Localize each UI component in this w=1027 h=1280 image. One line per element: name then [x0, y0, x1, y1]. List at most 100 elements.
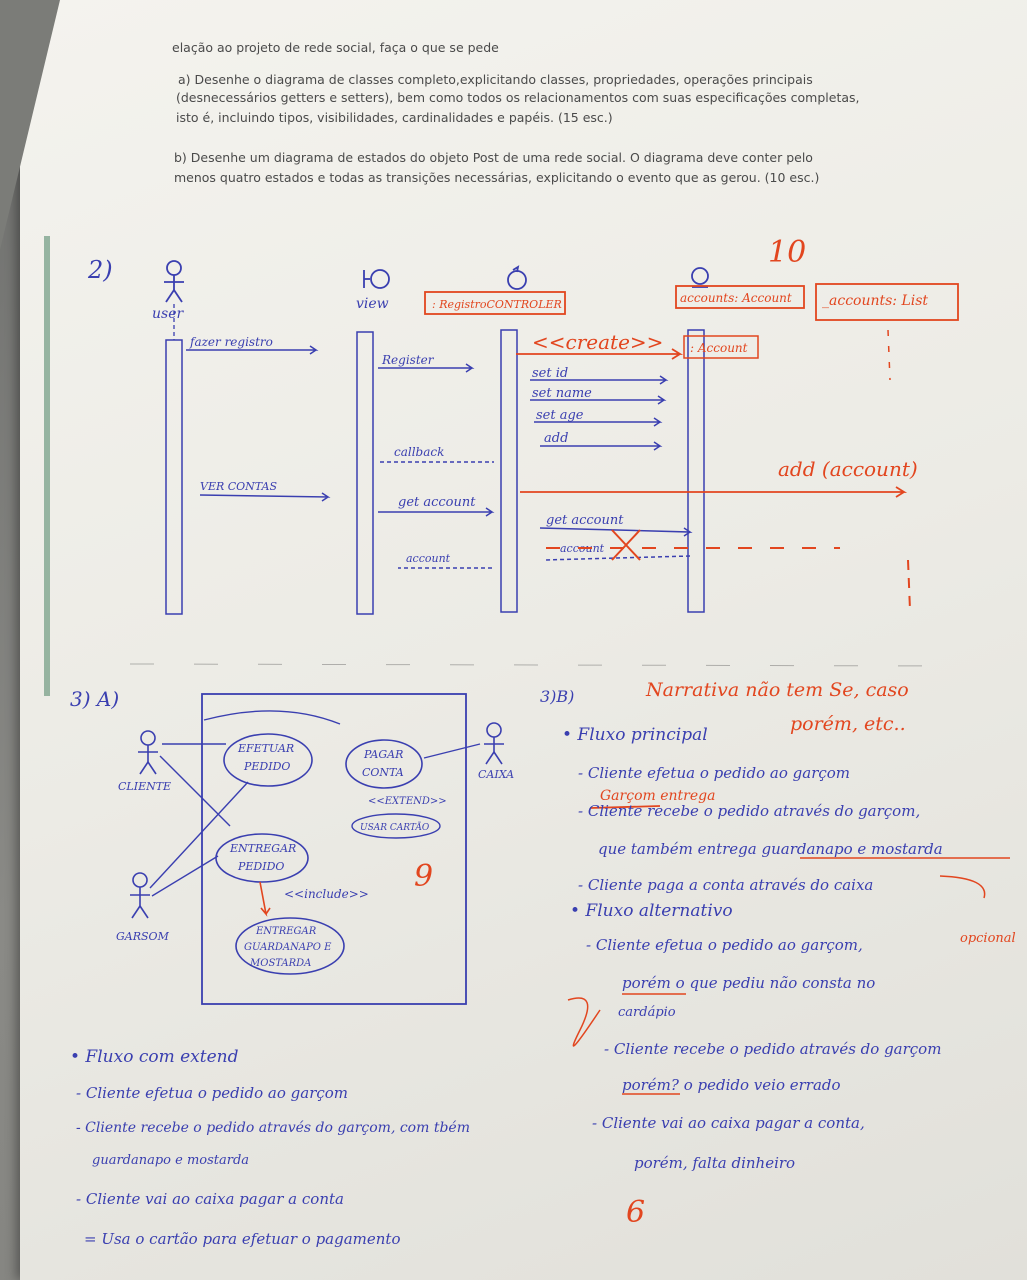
strike-cliente [589, 805, 661, 809]
msg-fazer-registro: fazer registro [189, 335, 273, 349]
usecase-score: 9 [414, 859, 433, 894]
extend-label: <<EXTEND>> [368, 796, 447, 807]
usecase-usar-cartao [351, 813, 441, 839]
controller-icon [507, 265, 527, 290]
use-case-diagram: 3) A) CLIENTE GARSOM CAIXA EFETUAR PEDID… [70, 687, 514, 1005]
alt-flow-2b: porém? o pedido veio errado [622, 1076, 841, 1094]
msg-add-account: add (account) [778, 457, 918, 481]
main-flow-correction: Garçom entrega [600, 788, 715, 804]
extend-flow-2b: guardanapo e mostarda [92, 1153, 249, 1168]
question-a-line3: isto é, incluindo tipos, visibilidades, … [176, 110, 613, 125]
torn-page-corner [0, 0, 60, 250]
garsom-actor-icon [130, 872, 150, 919]
usecase-efetuar-l2: PEDIDO [243, 760, 290, 773]
actor-caixa: CAIXA [478, 768, 514, 781]
teacher-note-2: porém, etc.. [790, 713, 906, 735]
teacher-check-mark [567, 997, 601, 1047]
create-arrow [516, 348, 684, 360]
usecase-efetuar [223, 733, 313, 787]
extend-flow-1: - Cliente efetua o pedido ao garçom [76, 1084, 348, 1102]
usecase-pagar [345, 739, 423, 789]
narrative-section: 3)B) Narrativa não tem Se, caso porém, e… [540, 679, 1016, 1230]
main-flow-3: - Cliente paga a conta através do caixa [578, 876, 873, 894]
notebook-edge [44, 236, 50, 696]
lifeline-controller-label: : RegistroCONTROLER [432, 298, 562, 311]
intro-line: elação ao projeto de rede social, faça o… [172, 40, 499, 55]
main-flow-2b: que também entrega guardanapo e mostarda [598, 840, 943, 858]
actor-cliente: CLIENTE [118, 780, 171, 793]
alt-flow-2: - Cliente recebe o pedido através do gar… [604, 1040, 941, 1058]
teacher-cross-mark [546, 529, 911, 611]
alt-flow-1b: porém o que pediu não consta no [622, 974, 875, 992]
sequence-diagram: 2) 10 user view : RegistroCONTROLER [87, 235, 961, 667]
caixa-actor-icon [484, 722, 504, 765]
narrative-score: 6 [626, 1195, 645, 1230]
msg-new-account: : Account [690, 341, 748, 355]
main-flow-1: - Cliente efetua o pedido ao garçom [578, 764, 850, 782]
view-boundary-icon [363, 269, 390, 289]
add-account-arrow [520, 486, 908, 498]
msg-get-account-2: get account [546, 513, 624, 528]
extend-flow-2: - Cliente recebe o pedido através do gar… [76, 1120, 470, 1136]
section-3b-label: 3)B) [540, 687, 574, 706]
usecase-efetuar-l1: EFETUAR [237, 742, 294, 755]
new-account-box [683, 335, 759, 359]
alt-flow-3b: porém, falta dinheiro [634, 1154, 795, 1172]
alt-flow-1c: cardápio [618, 1005, 676, 1020]
system-boundary [201, 693, 467, 1005]
user-actor-icon [164, 260, 184, 303]
msg-ver-contas: VER CONTAS [200, 480, 277, 493]
main-flow-title: • Fluxo principal [562, 725, 708, 745]
opcional-note: opcional [960, 931, 1016, 946]
msg-account-return-2: account [406, 552, 451, 565]
section-2-label: 2) [87, 256, 113, 284]
printed-questions: elação ao projeto de rede social, faça o… [0, 0, 1027, 250]
msg-set-age: set age [536, 408, 584, 423]
msg-set-name: set name [532, 386, 592, 401]
alt-flow-1: - Cliente efetua o pedido ao garçom, [586, 936, 863, 954]
usecase-pagar-l1: PAGAR [363, 748, 403, 761]
usecase-guardanapo-l1: ENTREGAR [255, 926, 317, 937]
extend-flow-3: - Cliente vai ao caixa pagar a conta [76, 1190, 344, 1208]
usecase-usar-cartao-label: USAR CARTÃO [360, 821, 430, 833]
extend-flow-4: = Usa o cartão para efetuar o pagamento [84, 1230, 400, 1248]
include-label: <<include>> [284, 887, 369, 901]
question-b-line2: menos quatro estados e todas as transiçõ… [174, 170, 820, 185]
msg-callback: callback [394, 445, 444, 459]
controller-box [424, 291, 566, 315]
extend-flow-title: • Fluxo com extend [70, 1047, 239, 1067]
msg-set-id: set id [532, 366, 568, 381]
alt-flow-title: • Fluxo alternativo [570, 901, 733, 921]
accounts-box [675, 285, 805, 309]
actor-garsom: GARSOM [116, 930, 170, 943]
teacher-note-1: Narrativa não tem Se, caso [645, 679, 909, 701]
entity-icon [691, 267, 709, 288]
exam-sheet [20, 0, 1027, 1280]
lifeline-view-label: view [356, 296, 389, 312]
lifeline-user-label: user [152, 306, 184, 322]
sequence-score: 10 [768, 235, 806, 270]
question-a-line2: (desnecessários getters e setters), bem … [176, 90, 860, 105]
list-box [815, 283, 959, 321]
activation-bars [165, 329, 705, 615]
message-arrows [186, 345, 693, 569]
lifeline-list-label: _accounts: List [822, 293, 928, 309]
section-3a-label: 3) A) [70, 687, 119, 711]
dash-separator [129, 663, 961, 667]
question-b-line1: b) Desenhe um diagrama de estados do obj… [174, 150, 813, 165]
alt-flow-3: - Cliente vai ao caixa pagar a conta, [592, 1114, 865, 1132]
lifeline-accounts-label: accounts: Account [680, 291, 792, 305]
msg-create: <<create>> [532, 330, 663, 354]
cliente-actor-icon [138, 730, 158, 775]
usecase-entregar-pedido-l2: PEDIDO [237, 860, 284, 873]
list-lifeline [887, 329, 891, 381]
question-a-line1: a) Desenhe o diagrama de classes complet… [178, 72, 813, 87]
msg-add: add [544, 431, 568, 446]
caixa-circle-mark [939, 875, 986, 899]
extend-flow-section: • Fluxo com extend - Cliente efetua o pe… [70, 1047, 470, 1248]
usecase-entregar-guardanapo [235, 917, 345, 975]
msg-register: Register [381, 353, 435, 367]
main-flow-2: - Cliente recebe o pedido através do gar… [578, 802, 920, 820]
msg-get-account: get account [398, 495, 476, 510]
